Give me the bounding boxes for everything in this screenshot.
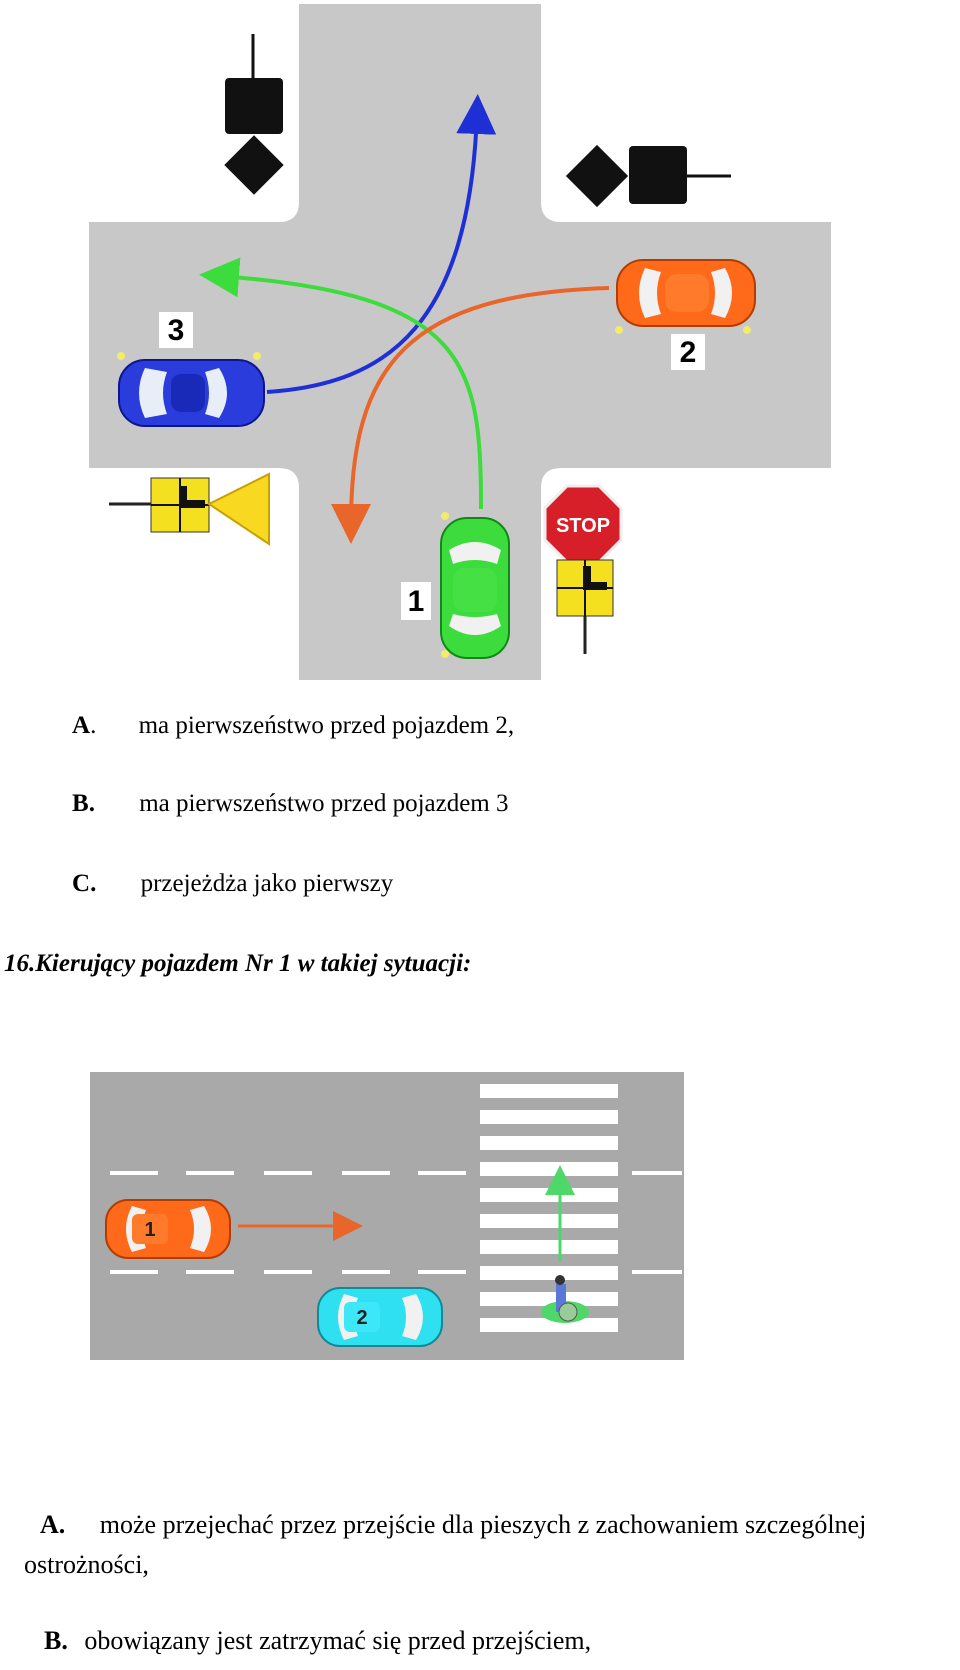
option-letter: B.	[44, 1626, 68, 1655]
option-letter: B	[72, 790, 89, 817]
path-vehicle-1	[199, 257, 483, 510]
vehicle-3-label: 3	[159, 312, 193, 348]
option-letter: A.	[40, 1510, 66, 1539]
vehicle-2-label: 2	[356, 1307, 367, 1329]
vehicle-1-label: 1	[144, 1219, 155, 1241]
stop-sign-text: STOP	[556, 515, 610, 537]
option-b: B. obowiązany jest zatrzymać się przed p…	[44, 1626, 591, 1656]
option-text: ma pierwszeństwo przed pojazdem 3	[139, 790, 509, 817]
lane-markings	[110, 1171, 682, 1274]
main-road-sign-right	[565, 144, 731, 208]
vehicle-1	[440, 512, 510, 659]
option-b: B. ma pierwszeństwo przed pojazdem 3	[72, 790, 509, 817]
yield-sign	[109, 472, 270, 546]
svg-text:2: 2	[680, 336, 697, 369]
vehicle-3	[117, 352, 265, 427]
svg-text:3: 3	[168, 314, 185, 347]
question-16-title: 16.Kierujący pojazdem Nr 1 w takiej sytu…	[4, 950, 472, 977]
option-a-continuation: ostrożności,	[24, 1550, 149, 1579]
option-letter: C	[72, 870, 91, 897]
option-text: może przejechać przez przejście dla pies…	[99, 1510, 867, 1539]
svg-text:1: 1	[408, 585, 425, 618]
option-text: przejeżdża jako pierwszy	[140, 870, 394, 897]
option-text: ma pierwszeństwo przed pojazdem 2,	[138, 712, 515, 739]
vehicle-2-label: 2	[671, 334, 705, 370]
option-c: C. przejeżdża jako pierwszy	[72, 870, 394, 897]
option-a: A. ma pierwszeństwo przed pojazdem 2,	[72, 712, 515, 739]
vehicle-1-label: 1	[401, 582, 431, 620]
vehicle-2: 2	[317, 1287, 443, 1347]
zebra-crossing	[480, 1084, 618, 1332]
main-road-sign	[224, 34, 284, 195]
vehicle-2	[615, 259, 756, 334]
option-letter: A	[72, 712, 91, 739]
option-a: A. może przejechać przez przejście dla p…	[40, 1510, 866, 1540]
intersection-diagram: STOP 3 2	[89, 4, 831, 680]
path-vehicle-2	[331, 286, 610, 544]
pedestrian-icon	[541, 1275, 589, 1323]
path-vehicle-3	[266, 94, 497, 394]
crossing-diagram: 1 2	[90, 1072, 684, 1360]
stop-sign: STOP	[543, 484, 623, 654]
option-text: obowiązany jest zatrzymać się przed prze…	[84, 1626, 592, 1655]
vehicle-1: 1	[105, 1199, 231, 1259]
